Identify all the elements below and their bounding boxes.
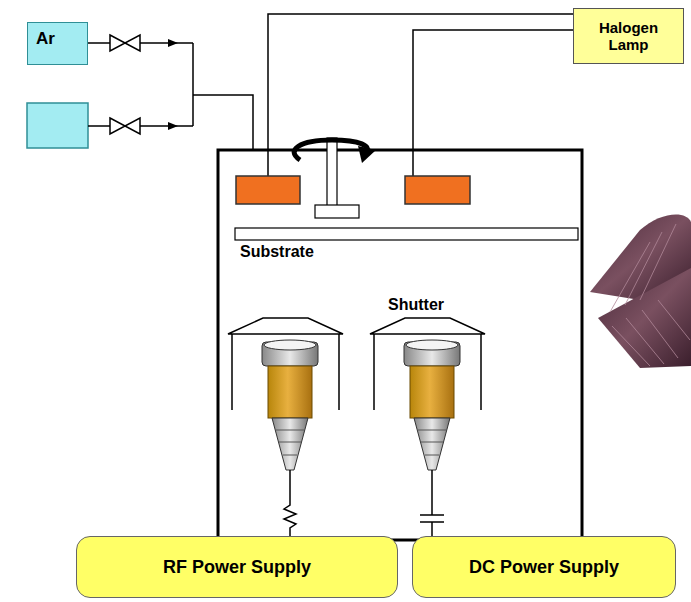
box-label: Halogen Lamp [582,19,675,54]
rotation-shaft [327,138,337,208]
lamp-wire [268,14,573,176]
lamp-box: Halogen Lamp [573,8,684,64]
heater [405,176,470,204]
valve-symbol [110,35,140,134]
substrate-plate [235,228,578,240]
heater [236,176,300,204]
sputter-gun [370,318,485,536]
part-label: Shutter [386,296,446,314]
part-label: Substrate [238,243,316,261]
sputter-gun [228,318,343,536]
rotation-arrow [358,146,376,163]
rotation-arrow [294,140,367,160]
flow-arrow [168,39,178,130]
box-label: RF Power Supply [163,557,311,578]
gas-line [88,43,253,150]
substrate-holder [315,205,359,218]
box-label: Ar [36,29,55,49]
vacuum-chamber [218,150,582,540]
power-supply-box: RF Power Supply [76,536,398,598]
gas-bottle: Ar [27,22,88,65]
solar-cell-photo [590,214,691,368]
power-supply-box: DC Power Supply [412,536,676,598]
box-label: DC Power Supply [469,557,619,578]
gas-bottle [27,103,88,148]
